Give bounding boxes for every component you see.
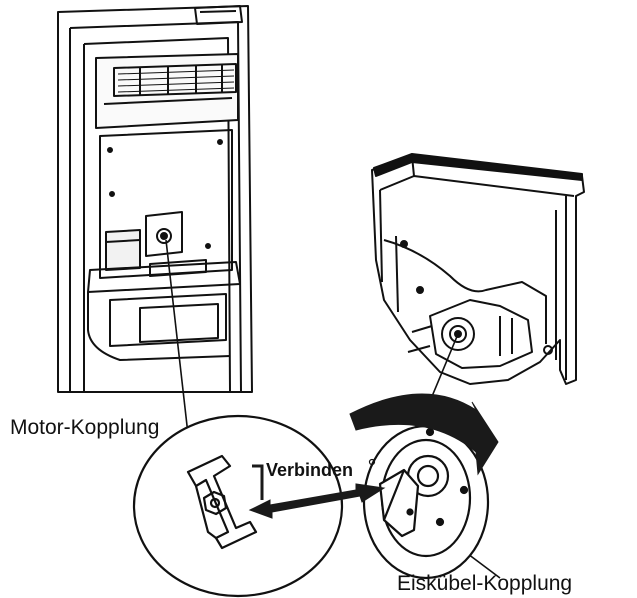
vent-grille bbox=[113, 63, 237, 97]
motor-coupling-leader bbox=[165, 239, 191, 453]
rotation-arrow bbox=[349, 393, 499, 476]
motor-coupling-label: Motor-Kopplung bbox=[10, 416, 159, 439]
connect-double-arrow bbox=[248, 464, 386, 519]
connect-label: Verbinden bbox=[266, 460, 353, 480]
motor-coupling-magnified bbox=[132, 414, 344, 598]
connect-dot-icon bbox=[368, 458, 376, 466]
bucket-coupling-label: Eiskübel-Kopplung bbox=[397, 572, 572, 595]
ice-bucket-illustration bbox=[371, 153, 585, 385]
refrigerator-door-illustration bbox=[57, 5, 253, 393]
bucket-coupling-magnified bbox=[362, 424, 490, 580]
